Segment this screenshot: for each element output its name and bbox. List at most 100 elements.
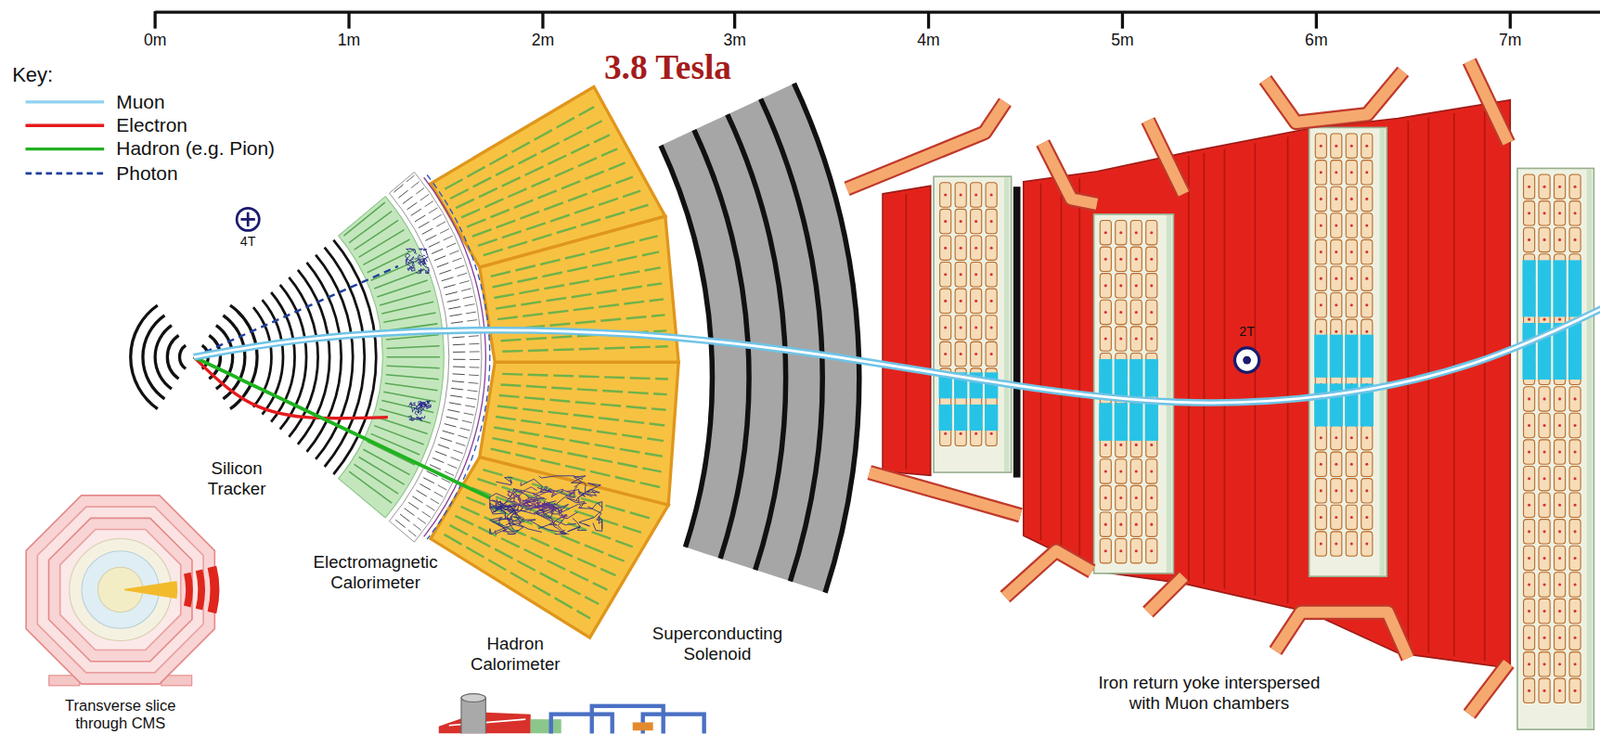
ecal-electronics-line: [468, 374, 479, 376]
field-out-symbol: [1242, 356, 1252, 365]
drift-tube-dot: [1574, 556, 1577, 560]
drift-tube-dot: [1527, 529, 1531, 533]
drift-tube-dot: [1543, 529, 1547, 533]
drift-tube-dot: [959, 193, 963, 196]
drift-tube-dot: [1543, 662, 1547, 666]
drift-tube: [1146, 539, 1158, 564]
legend-item: Hadron (e.g. Pion): [22, 137, 275, 161]
drift-tube-dot: [1527, 424, 1531, 427]
drift-tube: [1315, 425, 1327, 450]
part-label: Superconducting Solenoid: [635, 624, 800, 665]
hcal-stripe: [444, 534, 592, 620]
legend-item: Muon: [22, 90, 165, 114]
drift-tube-dot: [1574, 636, 1577, 640]
drift-tube: [1315, 478, 1327, 504]
drift-tube: [1130, 219, 1142, 245]
drift-tube-dot: [1527, 238, 1531, 242]
hcal-stripe: [493, 427, 662, 457]
ecal-electronics-line: [452, 373, 465, 375]
ecal-electronics-line: [450, 457, 460, 462]
drift-tube: [1315, 213, 1327, 238]
scale-tick: [1509, 11, 1512, 29]
ecal-electronics-line: [452, 366, 465, 368]
art-group: [847, 61, 1509, 715]
part-label: Electromagnetic Calorimeter: [298, 553, 452, 594]
drift-tube-dot: [959, 299, 963, 303]
scale-label: 7m: [1484, 31, 1536, 51]
ecal-electronics-line: [437, 262, 449, 268]
shower: [559, 515, 568, 518]
drift-tube-dot: [1365, 223, 1368, 227]
drift-tube: [1345, 478, 1357, 504]
tracker-layer: [130, 305, 158, 410]
drift-tube-dot: [1558, 529, 1562, 533]
muon-hit: [939, 404, 953, 431]
ecal-electronics-line: [428, 207, 438, 214]
drift-tube-dot: [1119, 549, 1123, 553]
drift-tube-dot: [959, 352, 963, 356]
inset-octagon: [60, 529, 181, 650]
drift-tube-dot: [1149, 283, 1153, 287]
drift-tube-dot: [1334, 250, 1338, 254]
drift-tube: [1345, 239, 1357, 264]
inset-octagon: [49, 517, 193, 661]
drift-tube-dot: [959, 325, 963, 329]
drift-tube-dot: [1149, 310, 1153, 314]
scale-tick: [1121, 11, 1124, 29]
art-group: [933, 127, 1594, 730]
tracker-layer: [180, 345, 187, 369]
drift-tube-dot: [1104, 549, 1108, 553]
part-label: Silicon Tracker: [185, 459, 288, 500]
ecal-electronics-line: [465, 311, 477, 314]
ecal-electronics-line: [443, 235, 453, 241]
support-beam: [1148, 576, 1184, 612]
art-group: [130, 240, 377, 475]
drift-tube-dot: [1319, 197, 1323, 201]
ecal-electronics-line: [422, 228, 434, 234]
drift-tube: [1569, 572, 1581, 597]
drift-tube-dot: [1527, 185, 1531, 189]
drift-tube-dot: [1319, 330, 1323, 334]
drift-tube: [1361, 293, 1373, 318]
solenoid-coil: [761, 99, 824, 582]
muon-hit: [1568, 322, 1582, 380]
drift-tube: [1523, 572, 1536, 597]
drift-tube-dot: [1365, 516, 1368, 519]
muon-hit: [1098, 402, 1112, 441]
drift-tube: [970, 208, 982, 233]
drift-tube: [970, 235, 982, 260]
art-group: [25, 495, 220, 686]
thumb-cylinder: [461, 697, 486, 734]
hcal-stripe: [493, 267, 660, 298]
drift-tube: [1554, 519, 1566, 544]
drift-tube: [985, 262, 997, 287]
shower: [410, 261, 415, 267]
ecal-electronics-line: [469, 359, 480, 361]
drift-tube: [1146, 485, 1158, 510]
shower: [566, 490, 575, 496]
ecal-electronics-line: [432, 214, 442, 220]
ecal-electronics-line: [408, 502, 419, 509]
ecal-crystal: [374, 425, 424, 445]
drift-tube-dot: [1149, 469, 1153, 473]
ecal-crystal: [381, 400, 434, 413]
ecal-electronics-line: [432, 457, 444, 463]
support-beam: [1469, 61, 1509, 143]
drift-tube-dot: [943, 432, 947, 436]
drift-tube-dot: [943, 325, 947, 329]
drift-tube: [1538, 174, 1550, 199]
ecal-electronics-line: [454, 265, 465, 270]
drift-tube-dot: [1527, 609, 1531, 613]
ecal-crystal: [381, 301, 434, 314]
drift-tube: [940, 315, 952, 340]
legend-sample: [22, 119, 108, 132]
drift-tube: [1569, 439, 1581, 465]
ecal-electronics-line: [466, 320, 478, 322]
drift-tube: [1330, 266, 1342, 291]
drift-tube-dot: [1527, 397, 1531, 400]
drift-tube-dot: [1334, 489, 1338, 492]
drift-tube: [940, 288, 952, 313]
drift-tube-dot: [1558, 636, 1562, 640]
scale-bar: [154, 11, 1600, 14]
